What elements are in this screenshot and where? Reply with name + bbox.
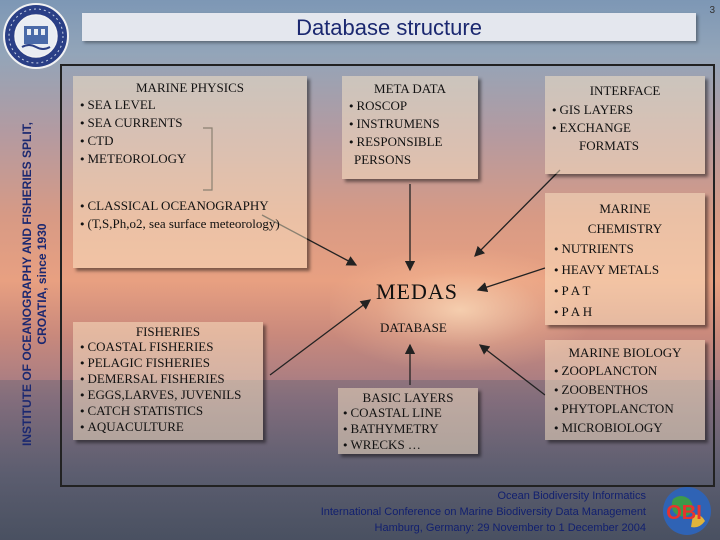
obi-logo-text: OBI <box>666 502 702 524</box>
list-item: •PHYTOPLANCTON <box>553 401 674 416</box>
obi-logo-icon: OBI <box>663 487 711 535</box>
list-item: •WRECKS … <box>342 437 421 452</box>
list-item: •GIS LAYERS <box>551 102 634 117</box>
list-item: •P A H <box>553 304 593 319</box>
footer-line2: International Conference on Marine Biodi… <box>320 506 646 518</box>
institute-name: INSTITUTE OF OCEANOGRAPHY AND FISHERIES … <box>20 74 50 494</box>
box-fisheries-title: FISHERIES <box>135 324 201 339</box>
institute-name-line1: INSTITUTE OF OCEANOGRAPHY AND FISHERIES … <box>20 121 34 447</box>
list-item: •RESPONSIBLE <box>348 134 443 149</box>
list-item: •INSTRUMENS <box>348 116 440 131</box>
list-item: •MICROBIOLOGY <box>553 420 663 435</box>
list-item: •ZOOPLANCTON <box>553 363 658 378</box>
box-marine-chemistry-title-2: CHEMISTRY <box>587 221 663 236</box>
footer-line3: Hamburg, Germany: 29 November to 1 Decem… <box>374 522 646 534</box>
list-item: •COASTAL LINE <box>342 405 442 420</box>
medas-title: MEDAS <box>376 279 459 304</box>
box-fisheries: FISHERIES •COASTAL FISHERIES •PELAGIC FI… <box>73 322 263 440</box>
box-marine-physics: MARINE PHYSICS •SEA LEVEL •SEA CURRENTS … <box>73 76 307 268</box>
box-marine-biology: MARINE BIOLOGY •ZOOPLANCTON •ZOOBENTHOS … <box>545 340 705 440</box>
list-item: •SEA LEVEL <box>79 97 156 112</box>
list-item: •CATCH STATISTICS <box>79 403 204 418</box>
diagram-frame <box>60 64 715 487</box>
box-basic-layers: BASIC LAYERS •COASTAL LINE •BATHYMETRY •… <box>338 388 478 454</box>
page-title: Database structure <box>296 15 482 40</box>
list-item: •ROSCOP <box>348 98 408 113</box>
list-item: •CTD <box>79 133 114 148</box>
box-marine-physics-title: MARINE PHYSICS <box>136 80 244 95</box>
list-item: •AQUACULTURE <box>79 419 184 434</box>
list-item: •METEOROLOGY <box>79 151 187 166</box>
slide-number: 3 <box>709 5 715 16</box>
box-basic-layers-title: BASIC LAYERS <box>362 390 454 405</box>
list-item: •PELAGIC FISHERIES <box>79 355 210 370</box>
list-item: •COASTAL FISHERIES <box>79 339 214 354</box>
box-marine-chemistry-title-1: MARINE <box>599 201 651 216</box>
list-item: •ZOOBENTHOS <box>553 382 649 397</box>
title-bar: Database structure <box>82 13 696 41</box>
list-item: FORMATS <box>579 138 639 153</box>
box-meta-data: META DATA •ROSCOP •INSTRUMENS •RESPONSIB… <box>342 76 478 179</box>
footer-line1: Ocean Biodiversity Informatics <box>497 490 646 502</box>
list-item: PERSONS <box>354 152 412 167</box>
box-marine-biology-title: MARINE BIOLOGY <box>568 345 682 360</box>
list-item: •CLASSICAL OCEANOGRAPHY <box>79 198 269 213</box>
list-item: •DEMERSAL FISHERIES <box>79 371 225 386</box>
list-item: •EGGS,LARVES, JUVENILS <box>79 387 242 402</box>
box-interface: INTERFACE •GIS LAYERS •EXCHANGE FORMATS <box>545 76 705 174</box>
list-item: •P A T <box>553 283 591 298</box>
list-item: •BATHYMETRY <box>342 421 439 436</box>
box-interface-title: INTERFACE <box>589 83 661 98</box>
list-item: •HEAVY METALS <box>553 262 660 277</box>
conference-footer: Ocean Biodiversity Informatics Internati… <box>262 488 646 536</box>
list-item: •EXCHANGE <box>551 120 631 135</box>
list-item: •(T,S,Ph,o2, sea surface meteorology) <box>79 216 280 231</box>
institute-name-line2: CROATIA, since 1930 <box>35 223 49 345</box>
list-item: •NUTRIENTS <box>553 241 634 256</box>
box-marine-chemistry: MARINE CHEMISTRY •NUTRIENTS •HEAVY METAL… <box>545 193 705 325</box>
institute-logo-icon <box>3 3 69 69</box>
list-item: •SEA CURRENTS <box>79 115 183 130</box>
box-meta-data-title: META DATA <box>374 81 446 96</box>
medas-subtitle: DATABASE <box>380 320 447 335</box>
